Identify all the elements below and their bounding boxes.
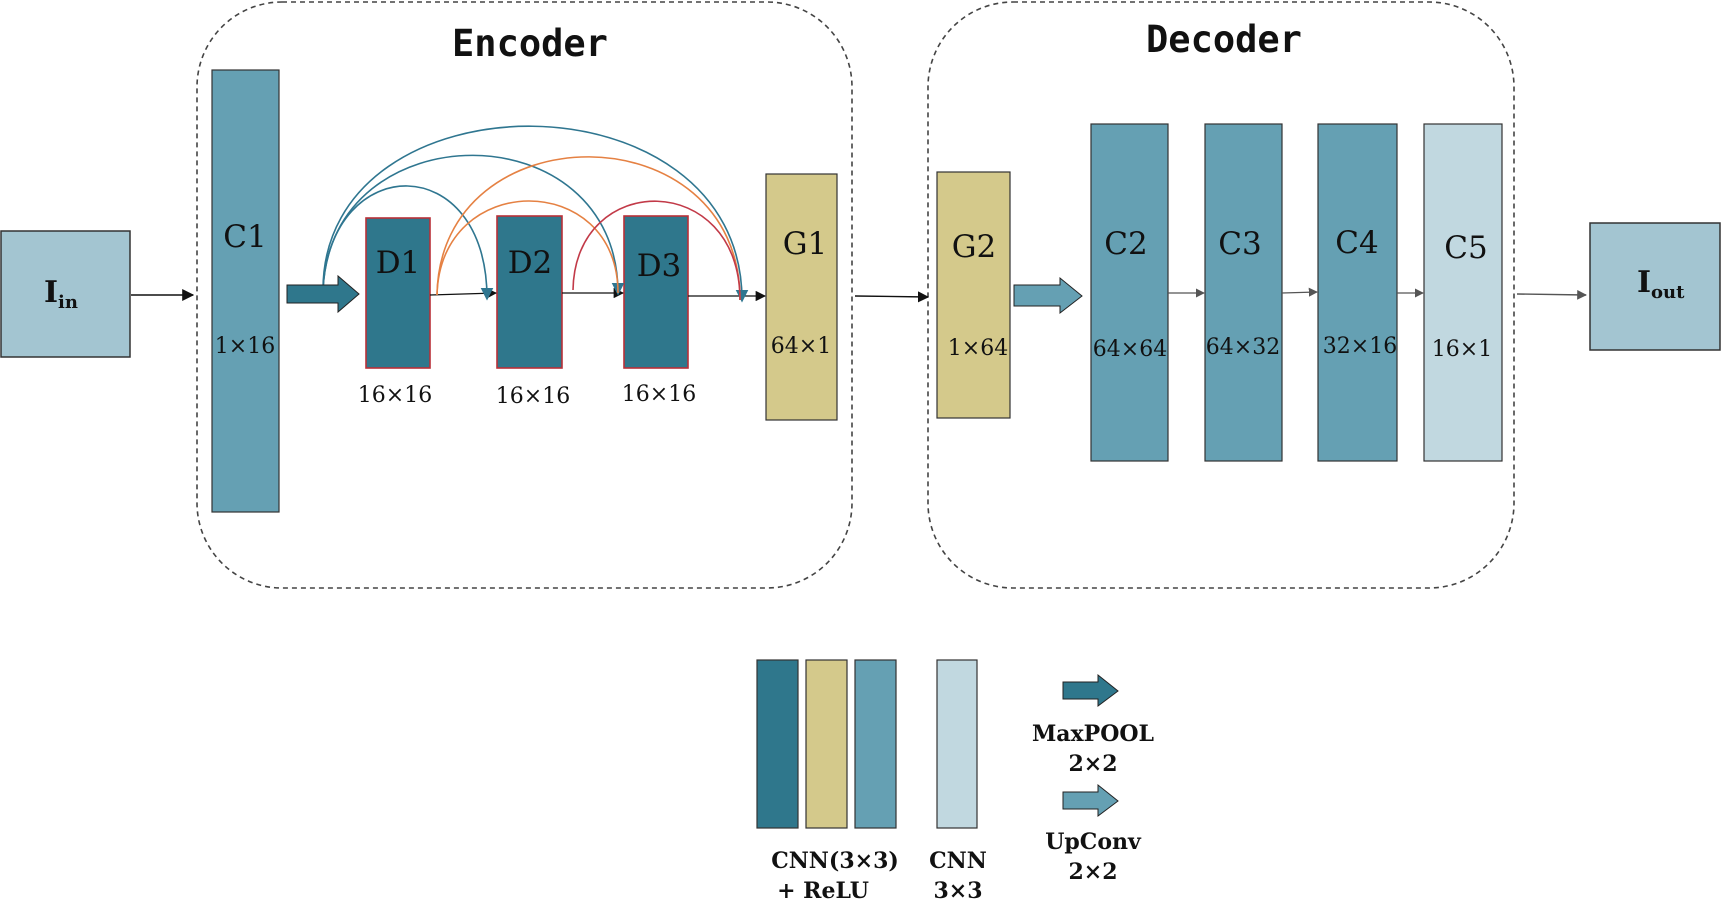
block-arrows — [286, 274, 1083, 315]
block-c3-label: C3 — [1218, 226, 1261, 262]
block-c2: C2 64×64 — [1090, 123, 1169, 462]
legend-cnn-line1: CNN — [929, 848, 987, 874]
input-block: Iin — [0, 230, 131, 358]
legend-cnn-relu-line1: CNN(3×3) — [771, 848, 899, 874]
legend-maxpool-arrow-icon — [1062, 673, 1119, 707]
output-block: Iout — [1589, 222, 1721, 351]
block-c3: C3 64×32 — [1204, 123, 1283, 462]
legend-swatch-light-blue — [936, 659, 978, 829]
block-c5: C5 16×1 — [1423, 123, 1503, 462]
legend-upconv-line2: 2×2 — [1068, 859, 1117, 885]
arc-d1-to-g1 — [436, 156, 741, 301]
block-g1-label: G1 — [783, 226, 828, 262]
decoder-title: Decoder — [1146, 18, 1302, 61]
block-d1-label: D1 — [376, 245, 421, 281]
block-g1: G1 64×1 — [765, 173, 838, 421]
block-c1-dim: 1×16 — [215, 334, 275, 359]
block-g2: G2 1×64 — [936, 171, 1011, 419]
block-c2-dim: 64×64 — [1093, 337, 1167, 362]
arc-c1-to-g1 — [322, 125, 749, 303]
legend-maxpool-line2: 2×2 — [1068, 751, 1117, 777]
block-c4-label: C4 — [1335, 225, 1378, 261]
block-c1-label: C1 — [223, 219, 266, 255]
encoder-title: Encoder — [452, 22, 608, 65]
block-c4-dim: 32×16 — [1323, 334, 1397, 359]
input-label: Iin — [44, 275, 78, 313]
legend-cnn-relu-line2: + ReLU — [777, 878, 869, 904]
block-c4: C4 32×16 — [1317, 123, 1398, 462]
arc-c1-to-d2 — [322, 185, 494, 301]
block-d3-dim: 16×16 — [622, 382, 696, 407]
legend-swatch-teal — [854, 659, 897, 829]
block-c2-label: C2 — [1104, 226, 1147, 262]
encoder-group: Encoder — [196, 1, 853, 589]
block-d2: D2 16×16 — [496, 215, 570, 409]
block-d3-label: D3 — [637, 248, 682, 284]
arrow-c3-to-c4 — [1281, 287, 1318, 297]
maxpool-arrow-icon — [286, 274, 360, 314]
block-g2-label: G2 — [952, 229, 997, 265]
legend-upconv-arrow-icon — [1062, 783, 1119, 817]
decoder-group: Decoder — [927, 1, 1515, 589]
block-d2-dim: 16×16 — [496, 384, 570, 409]
skip-arcs — [322, 125, 749, 303]
arrow-c5-to-output — [1516, 289, 1587, 300]
legend-upconv-line1: UpConv — [1045, 829, 1142, 855]
block-d3: D3 16×16 — [622, 215, 696, 407]
arc-d1-to-d3 — [436, 200, 619, 296]
legend-cnn-line2: 3×3 — [933, 878, 982, 904]
block-c3-dim: 64×32 — [1206, 335, 1280, 360]
legend-maxpool-line1: MaxPOOL — [1032, 721, 1154, 747]
upconv-arrow-icon — [1013, 276, 1083, 315]
output-label: Iout — [1637, 265, 1685, 303]
block-c1: C1 1×16 — [211, 69, 280, 513]
arrow-g1-to-g2 — [854, 291, 930, 303]
encoder-container — [196, 1, 853, 589]
arrow-d1-to-d2 — [429, 288, 498, 299]
block-g1-dim: 64×1 — [771, 334, 831, 359]
legend-swatch-khaki — [805, 659, 848, 829]
arc-d2-to-g1 — [572, 200, 741, 301]
block-d1: D1 16×16 — [358, 217, 432, 408]
block-d2-label: D2 — [508, 245, 553, 281]
block-c5-dim: 16×1 — [1432, 337, 1492, 362]
block-c5-label: C5 — [1444, 230, 1487, 266]
legend-swatch-dark-teal — [756, 659, 799, 829]
legend: CNN(3×3) + ReLU CNN 3×3 MaxPOOL 2×2 UpCo… — [756, 659, 1154, 904]
block-d1-dim: 16×16 — [358, 383, 432, 408]
block-g2-dim: 1×64 — [948, 336, 1008, 361]
